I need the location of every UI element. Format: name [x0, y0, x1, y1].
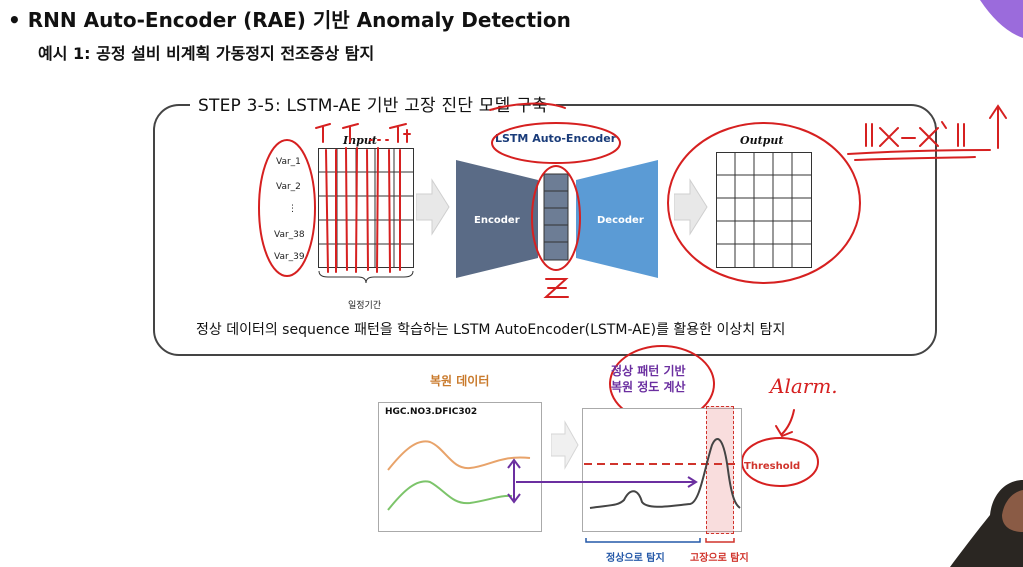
fault-detection-label: 고장으로 탐지	[690, 549, 749, 564]
threshold-label: Threshold	[744, 461, 800, 472]
normal-detection-label: 정상으로 탐지	[606, 549, 665, 564]
presenter-image	[930, 460, 1023, 567]
